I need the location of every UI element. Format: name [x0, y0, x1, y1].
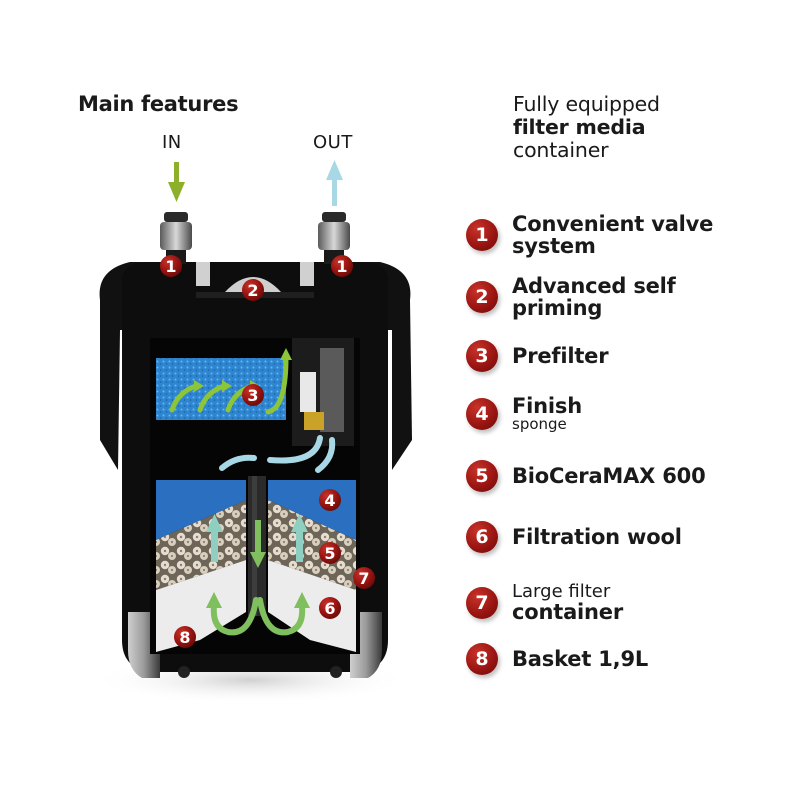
page-title: Main features [78, 92, 239, 116]
marker-4: 4 [319, 489, 341, 511]
flow-in-label: IN [162, 132, 182, 153]
legend-item-4: 4 Finish sponge [466, 395, 582, 432]
svg-text:4: 4 [324, 491, 335, 510]
marker-3: 3 [242, 384, 264, 406]
number-badge: 6 [466, 521, 498, 553]
legend-label: BioCeraMAX 600 [512, 464, 706, 488]
legend-item-1: 1 Convenient valve system [466, 213, 713, 257]
number-badge: 7 [466, 587, 498, 619]
subtitle-line-3: container [513, 138, 609, 162]
svg-text:6: 6 [324, 599, 335, 618]
legend-item-5: 5 BioCeraMAX 600 [466, 460, 706, 492]
subtitle-line-2: filter media [513, 115, 646, 139]
marker-2: 2 [242, 279, 264, 301]
marker-7: 7 [353, 567, 375, 589]
legend-item-8: 8 Basket 1,9L [466, 643, 648, 675]
legend-label-line2: container [512, 600, 623, 624]
svg-text:1: 1 [165, 257, 176, 276]
legend-label-line2: system [512, 234, 596, 258]
legend-item-7: 7 Large filter container [466, 583, 623, 623]
legend-label: Basket 1,9L [512, 647, 649, 671]
legend-label: Large filter [512, 581, 611, 602]
subtitle: Fully equipped filter media container [513, 93, 660, 162]
svg-text:1: 1 [336, 257, 347, 276]
legend-item-3: 3 Prefilter [466, 340, 609, 372]
number-badge: 2 [466, 281, 498, 313]
number-badge: 5 [466, 460, 498, 492]
svg-text:5: 5 [324, 544, 335, 563]
filter-cutaway-illustration: 1 1 2 3 4 5 6 7 8 [90, 160, 412, 704]
subtitle-line-1: Fully equipped [513, 92, 660, 116]
legend-label: Convenient valve [512, 212, 714, 236]
marker-8: 8 [174, 626, 196, 648]
marker-6: 6 [319, 597, 341, 619]
valve-right [318, 212, 350, 264]
number-badge: 3 [466, 340, 498, 372]
legend-label: Finish [512, 394, 582, 418]
svg-text:3: 3 [247, 386, 258, 405]
legend-label-line2: sponge [512, 415, 567, 433]
number-badge: 1 [466, 219, 498, 251]
marker-1-left: 1 [160, 255, 182, 277]
marker-5: 5 [319, 542, 341, 564]
out-arrow-icon [326, 160, 343, 206]
legend-label: Prefilter [512, 344, 609, 368]
number-badge: 8 [466, 643, 498, 675]
legend-item-6: 6 Filtration wool [466, 521, 682, 553]
legend-label: Advanced self [512, 274, 676, 298]
svg-text:7: 7 [358, 569, 369, 588]
svg-text:2: 2 [247, 281, 258, 300]
legend-item-2: 2 Advanced self priming [466, 275, 676, 319]
in-arrow-icon [168, 162, 185, 202]
marker-1-right: 1 [331, 255, 353, 277]
svg-text:8: 8 [179, 628, 190, 647]
number-badge: 4 [466, 397, 498, 430]
legend-label-line2: priming [512, 296, 603, 320]
flow-out-label: OUT [313, 132, 353, 153]
legend-label: Filtration wool [512, 525, 682, 549]
